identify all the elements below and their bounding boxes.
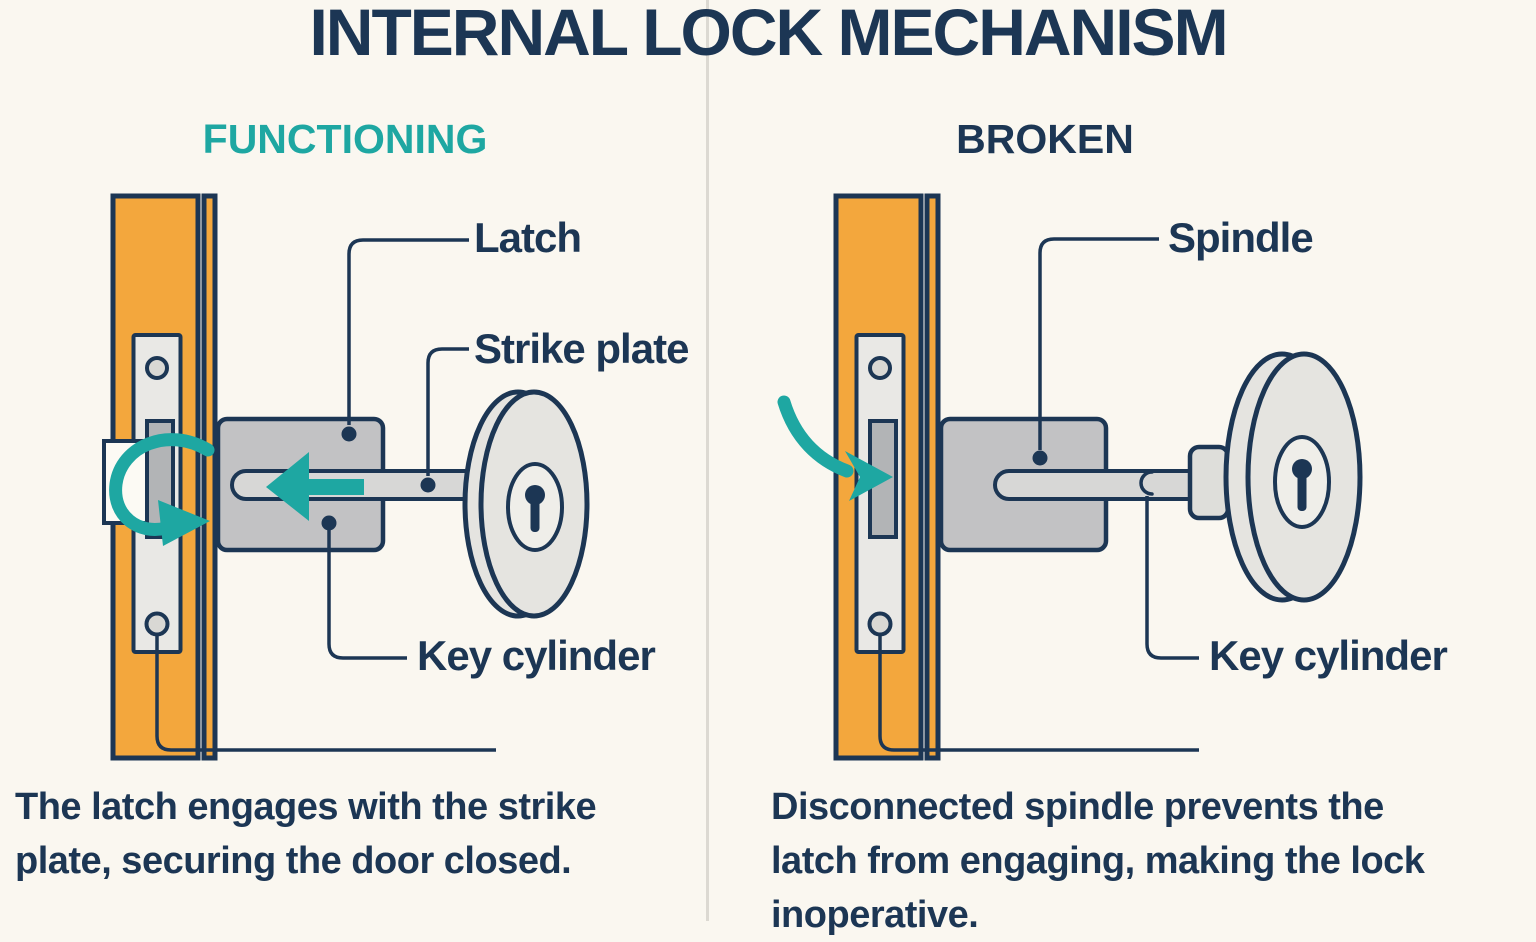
- faceplate-screw-top: [145, 356, 169, 380]
- callout-label-strike-plate: Strike plate: [474, 325, 689, 372]
- latch-direction-arrow: [266, 452, 364, 521]
- screw-callout-line: [878, 635, 1199, 752]
- callout-lines: [155, 238, 496, 752]
- latch-rotation-arrow: [109, 433, 215, 546]
- callout-label-spindle: Spindle: [1168, 214, 1314, 261]
- panel-heading-broken: BROKEN: [956, 116, 1134, 162]
- spindle-callout-line: [1038, 237, 1159, 450]
- faceplate-screw-bottom: [144, 611, 170, 637]
- callout-label-key-cylinder-left: Key cylinder: [417, 632, 656, 679]
- diagram-broken: [777, 193, 1363, 761]
- disengage-arrow: [777, 395, 893, 501]
- door-knob: [462, 389, 590, 619]
- diagram-functioning: [102, 193, 590, 761]
- faceplate-screw-top: [868, 356, 892, 380]
- keyhole: [525, 485, 545, 532]
- pointer-dot: [341, 426, 357, 442]
- faceplate-screw-bottom: [867, 611, 893, 637]
- callout-label-key-cylinder-right: Key cylinder: [1209, 632, 1448, 679]
- spindle-bar: [993, 469, 1198, 501]
- lock-mechanism-diagram: [102, 193, 1363, 761]
- callout-label-latch: Latch: [474, 214, 582, 261]
- strike-plate-callout-line: [426, 347, 469, 476]
- page-title: INTERNAL LOCK MECHANISM: [309, 0, 1228, 69]
- pointer-dot: [1032, 450, 1048, 466]
- pointer-dot: [420, 477, 436, 493]
- description-broken: Disconnected spindle prevents the latch …: [771, 786, 1425, 936]
- screw-callout-line: [155, 635, 496, 752]
- key-cylinder-callout-line: [327, 530, 407, 660]
- key-cylinder-callout-line: [1145, 496, 1199, 660]
- description-functioning: The latch engages with the strike plate,…: [15, 786, 597, 882]
- latch-callout-line: [347, 238, 469, 425]
- infographic-internal-lock-mechanism: { "title": "INTERNAL LOCK MECHANISM", "p…: [15, 0, 1448, 936]
- keyhole: [1292, 459, 1312, 511]
- callout-lines: [878, 237, 1199, 752]
- spindle-break-hook: [1139, 470, 1154, 496]
- door-knob: [1223, 351, 1363, 603]
- panel-heading-functioning: FUNCTIONING: [202, 116, 488, 162]
- pointer-dot: [321, 515, 337, 531]
- panel-divider: [706, 0, 709, 921]
- knob-neck: [1187, 444, 1231, 521]
